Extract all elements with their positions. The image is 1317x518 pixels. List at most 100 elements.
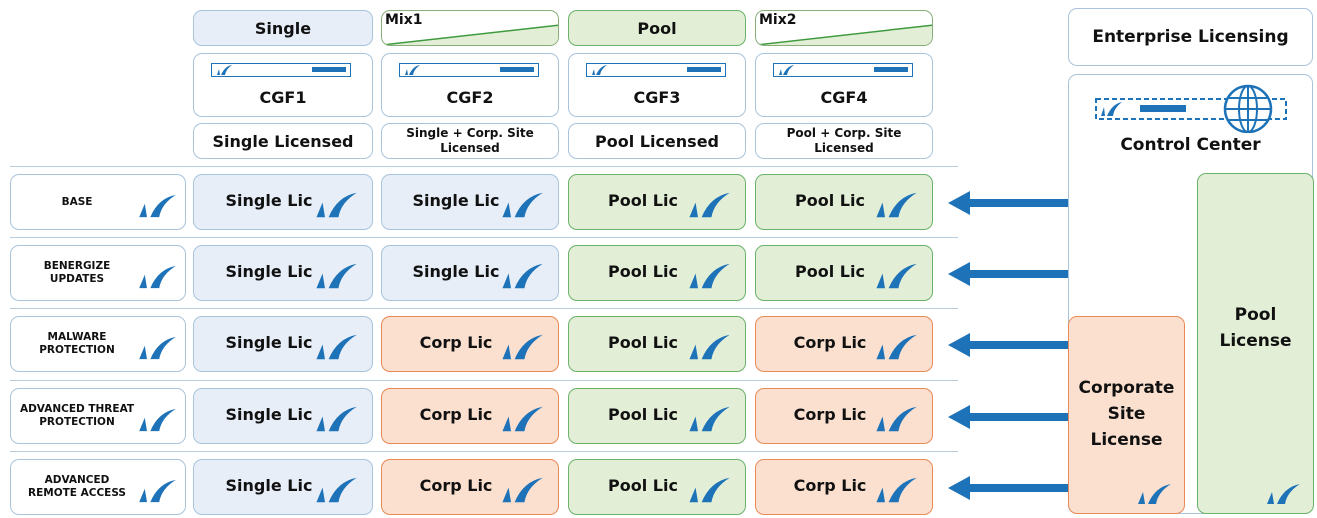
- license-cell-label: Single Lic: [225, 405, 313, 424]
- license-cell-label: Pool Lic: [795, 191, 865, 210]
- appliance-icon: [773, 63, 913, 77]
- feature-label-line: PROTECTION: [39, 344, 115, 356]
- license-cell: Single Lic: [193, 316, 373, 372]
- license-cell-label: Single Lic: [225, 476, 313, 495]
- feature-label-line: ADVANCED THREAT: [19, 403, 135, 415]
- barracuda-fin-icon: [217, 65, 232, 75]
- pool-license-line: Pool: [1234, 305, 1277, 325]
- feature-label-line: REMOTE ACCESS: [28, 487, 126, 499]
- feature-label-line: BASE: [61, 196, 93, 208]
- pool-license-label: Pool License: [1198, 302, 1313, 354]
- arrow-left-icon: [948, 475, 1068, 505]
- column-header-pool: Pool: [568, 10, 746, 46]
- corporate-license-label: Corporate Site License: [1069, 375, 1184, 453]
- device-name: CGF4: [820, 88, 868, 107]
- pool-license-line: License: [1219, 331, 1292, 351]
- feature-label-line: MALWARE: [47, 331, 107, 343]
- barracuda-fin-icon: [137, 193, 177, 223]
- license-cell: Corp Lic: [381, 316, 559, 372]
- device-name: CGF1: [259, 88, 307, 107]
- license-cell: Single Lic: [381, 245, 559, 301]
- control-center-label: Control Center: [1120, 135, 1261, 155]
- license-cell-label: Corp Lic: [793, 405, 867, 424]
- column-header-label: Mix1: [385, 12, 423, 28]
- license-cell-label: Corp Lic: [419, 405, 493, 424]
- row-separator: [10, 308, 958, 309]
- barracuda-fin-icon: [874, 476, 918, 508]
- license-cell-label: Single Lic: [225, 191, 313, 210]
- barracuda-fin-icon: [1267, 484, 1300, 504]
- license-cell-label: Pool Lic: [608, 262, 678, 281]
- license-cell: Pool Lic: [568, 245, 746, 301]
- licensing-text-line: Single + Corp. Site: [406, 126, 534, 140]
- row-separator: [10, 237, 958, 238]
- mix-diagonal-fill: [382, 24, 558, 45]
- corporate-license-line: Corporate: [1078, 378, 1175, 398]
- feature-label-line: BENERGIZE: [43, 260, 111, 272]
- license-cell-label: Corp Lic: [419, 476, 493, 495]
- barracuda-fin-icon: [687, 405, 731, 437]
- corporate-license-line: Site: [1107, 404, 1146, 424]
- license-cell-label: Pool Lic: [795, 262, 865, 281]
- barracuda-fin-icon: [592, 65, 607, 75]
- licensing-text-line: Licensed: [440, 141, 500, 155]
- device-name: CGF3: [633, 88, 681, 107]
- column-header-label: Pool: [637, 18, 677, 38]
- feature-label-line: ADVANCED: [44, 474, 110, 486]
- barracuda-fin-icon: [779, 65, 794, 75]
- feature-label-box: BASE: [10, 174, 186, 230]
- license-cell: Single Lic: [193, 388, 373, 444]
- barracuda-fin-icon: [405, 65, 420, 75]
- feature-label: BASE: [17, 196, 137, 209]
- enterprise-licensing-title: Enterprise Licensing: [1068, 8, 1313, 66]
- barracuda-fin-icon: [137, 335, 177, 365]
- column-header-single: Single: [193, 10, 373, 46]
- barracuda-fin-icon: [314, 476, 358, 508]
- arrow-left-icon: [948, 332, 1068, 362]
- barracuda-fin-icon: [687, 191, 731, 223]
- device-card-cgf4: CGF4: [755, 53, 933, 117]
- corporate-license-line: License: [1090, 430, 1163, 450]
- mix-diagonal-fill: [756, 24, 932, 45]
- row-separator: [10, 380, 958, 381]
- barracuda-fin-icon: [314, 333, 358, 365]
- licensing-text: Single Licensed: [212, 131, 354, 151]
- appliance-icon: [399, 63, 539, 77]
- license-cell-label: Corp Lic: [793, 333, 867, 352]
- barracuda-fin-icon: [500, 191, 544, 223]
- license-cell-label: Pool Lic: [608, 191, 678, 210]
- corporate-site-license-box: Corporate Site License: [1068, 316, 1185, 514]
- barracuda-fin-icon: [314, 262, 358, 294]
- license-cell-label: Single Lic: [412, 262, 500, 281]
- license-cell-label: Pool Lic: [608, 333, 678, 352]
- license-cell: Corp Lic: [755, 316, 933, 372]
- licensing-text-line: Pool + Corp. Site: [786, 126, 902, 140]
- barracuda-fin-icon: [874, 405, 918, 437]
- barracuda-fin-icon: [500, 476, 544, 508]
- barracuda-fin-icon: [137, 407, 177, 437]
- license-cell: Pool Lic: [568, 388, 746, 444]
- globe-icon: [1223, 84, 1273, 133]
- license-cell: Pool Lic: [755, 174, 933, 230]
- barracuda-fin-icon: [874, 333, 918, 365]
- barracuda-fin-icon: [687, 476, 731, 508]
- license-cell: Corp Lic: [755, 388, 933, 444]
- licensing-label-cgf3: Pool Licensed: [568, 123, 746, 159]
- appliance-icon: [586, 63, 726, 77]
- barracuda-fin-icon: [874, 191, 918, 223]
- licensing-label-cgf2: Single + Corp. Site Licensed: [381, 123, 559, 159]
- enterprise-title-text: Enterprise Licensing: [1092, 27, 1289, 47]
- device-card-cgf3: CGF3: [568, 53, 746, 117]
- pool-license-box: Pool License: [1197, 173, 1314, 514]
- barracuda-fin-icon: [137, 478, 177, 508]
- license-cell-label: Pool Lic: [608, 476, 678, 495]
- license-cell: Single Lic: [193, 245, 373, 301]
- column-header-label: Single: [254, 18, 312, 38]
- column-header-mix1: Mix1: [381, 10, 559, 46]
